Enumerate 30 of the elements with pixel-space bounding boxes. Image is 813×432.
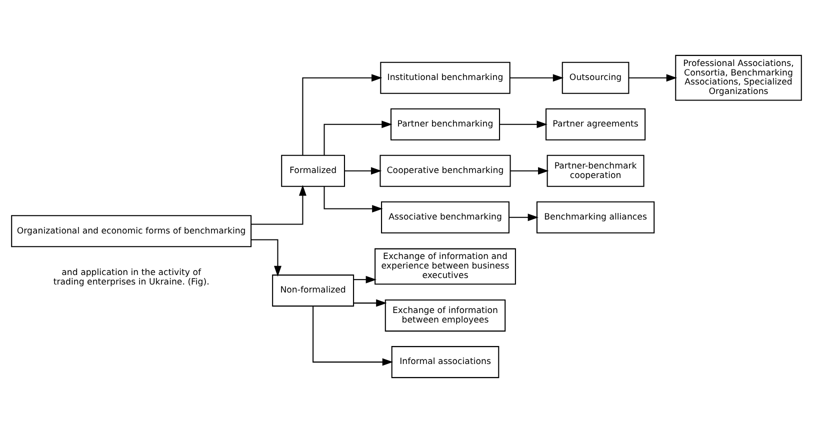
arrow [312, 306, 394, 366]
arrow [500, 120, 548, 128]
node-box: Partner agreements [546, 108, 646, 140]
node-box: Formalized [281, 154, 345, 186]
arrow [251, 184, 306, 224]
node-box: Organizational and economic forms of benchmarking [11, 214, 252, 247]
node-box: Associative benchmarking [381, 200, 510, 233]
arrow [628, 74, 678, 82]
arrow [324, 120, 392, 155]
node-box: Institutional benchmarking [380, 61, 510, 94]
node-box: Non-formalized [272, 274, 354, 306]
node-box: Exchange of information and experience between business executives [374, 248, 516, 284]
arrow [354, 298, 387, 306]
node-box: Benchmarking alliances [536, 200, 655, 233]
arrow [509, 213, 539, 221]
arrow [510, 74, 564, 82]
node-box: Exchange of information between employees [384, 299, 506, 332]
node-box: Cooperative benchmarking [380, 154, 511, 186]
node-box: Partner-benchmark cooperation [546, 154, 644, 186]
label: and application in the activity of trading enterprises in Ukraine. (Fig). [53, 268, 210, 288]
arrow [302, 74, 382, 155]
node-box: Partner benchmarking [390, 108, 500, 140]
node-box: Outsourcing [562, 61, 630, 94]
node-box: Informal associations [391, 346, 500, 378]
arrow [354, 275, 377, 283]
node-box: Professional Associations, Consortia, Benchmarking Associations, Specialized Organizations [675, 54, 802, 100]
arrow [324, 186, 383, 212]
arrow [251, 238, 282, 276]
arrow [510, 166, 549, 174]
arrow [344, 166, 382, 174]
